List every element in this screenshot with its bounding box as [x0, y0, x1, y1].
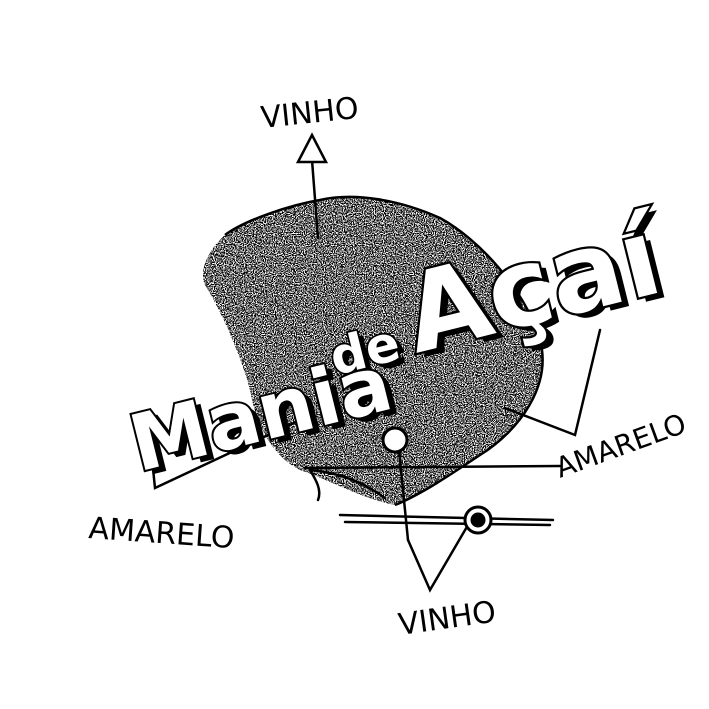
annotation-right-amarelo: AMARELO [551, 407, 690, 485]
annotation-bottom-vinho: VINHO [396, 595, 498, 643]
seed-circles [381, 426, 493, 535]
annotation-left-amarelo: AMARELO [87, 511, 235, 556]
annotation-top-vinho: VINHO [259, 91, 360, 136]
leader-lines [146, 132, 602, 593]
